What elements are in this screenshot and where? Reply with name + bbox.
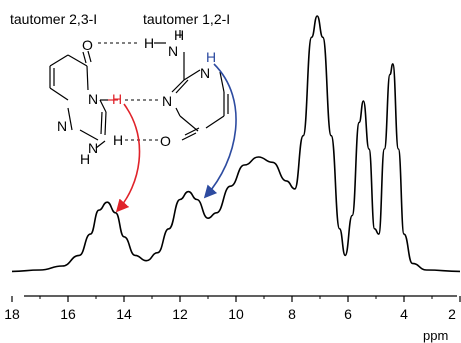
x-tick-label-16: 16 [60, 306, 76, 322]
atom-h-red: H [112, 91, 122, 107]
hydrogen-bonds [98, 42, 160, 141]
structure-right-molecule [154, 30, 229, 141]
atom-n2-left: N [57, 118, 67, 134]
atom-n1-left: N [88, 91, 98, 107]
x-tick-label-12: 12 [172, 306, 188, 322]
x-axis-label: ppm [423, 328, 448, 343]
x-axis-tick-labels: 18 16 14 12 10 8 6 4 2 [4, 306, 456, 322]
atom-h-top-right: H [174, 27, 184, 43]
atom-n-top-right: N [168, 43, 178, 59]
atom-h-blue: H [206, 49, 216, 65]
atom-h1-left: H [113, 132, 123, 148]
blue-arrow [203, 63, 237, 199]
atom-n3-left: N [88, 140, 98, 156]
x-tick-label-8: 8 [288, 306, 296, 322]
structure-left-molecule [49, 50, 118, 149]
x-tick-label-2: 2 [448, 306, 456, 322]
x-tick-label-18: 18 [4, 306, 20, 322]
x-tick-label-10: 10 [228, 306, 244, 322]
atom-n-blue-right: N [200, 65, 210, 81]
x-tick-label-4: 4 [400, 306, 408, 322]
atom-o-left: O [82, 37, 93, 53]
tautomer-12-label: tautomer 1,2-I [143, 11, 230, 27]
spectrum-trace [11, 15, 461, 273]
atom-n-mid-right: N [162, 93, 172, 109]
x-axis-ticks [11, 296, 461, 302]
atom-o-right: O [160, 133, 171, 149]
atom-h2-left: H [80, 151, 90, 167]
atom-h-mid-right: H [144, 35, 154, 51]
x-tick-label-14: 14 [116, 306, 132, 322]
red-arrow [115, 103, 141, 213]
x-tick-label-6: 6 [344, 306, 352, 322]
tautomer-23-label: tautomer 2,3-I [10, 11, 97, 27]
